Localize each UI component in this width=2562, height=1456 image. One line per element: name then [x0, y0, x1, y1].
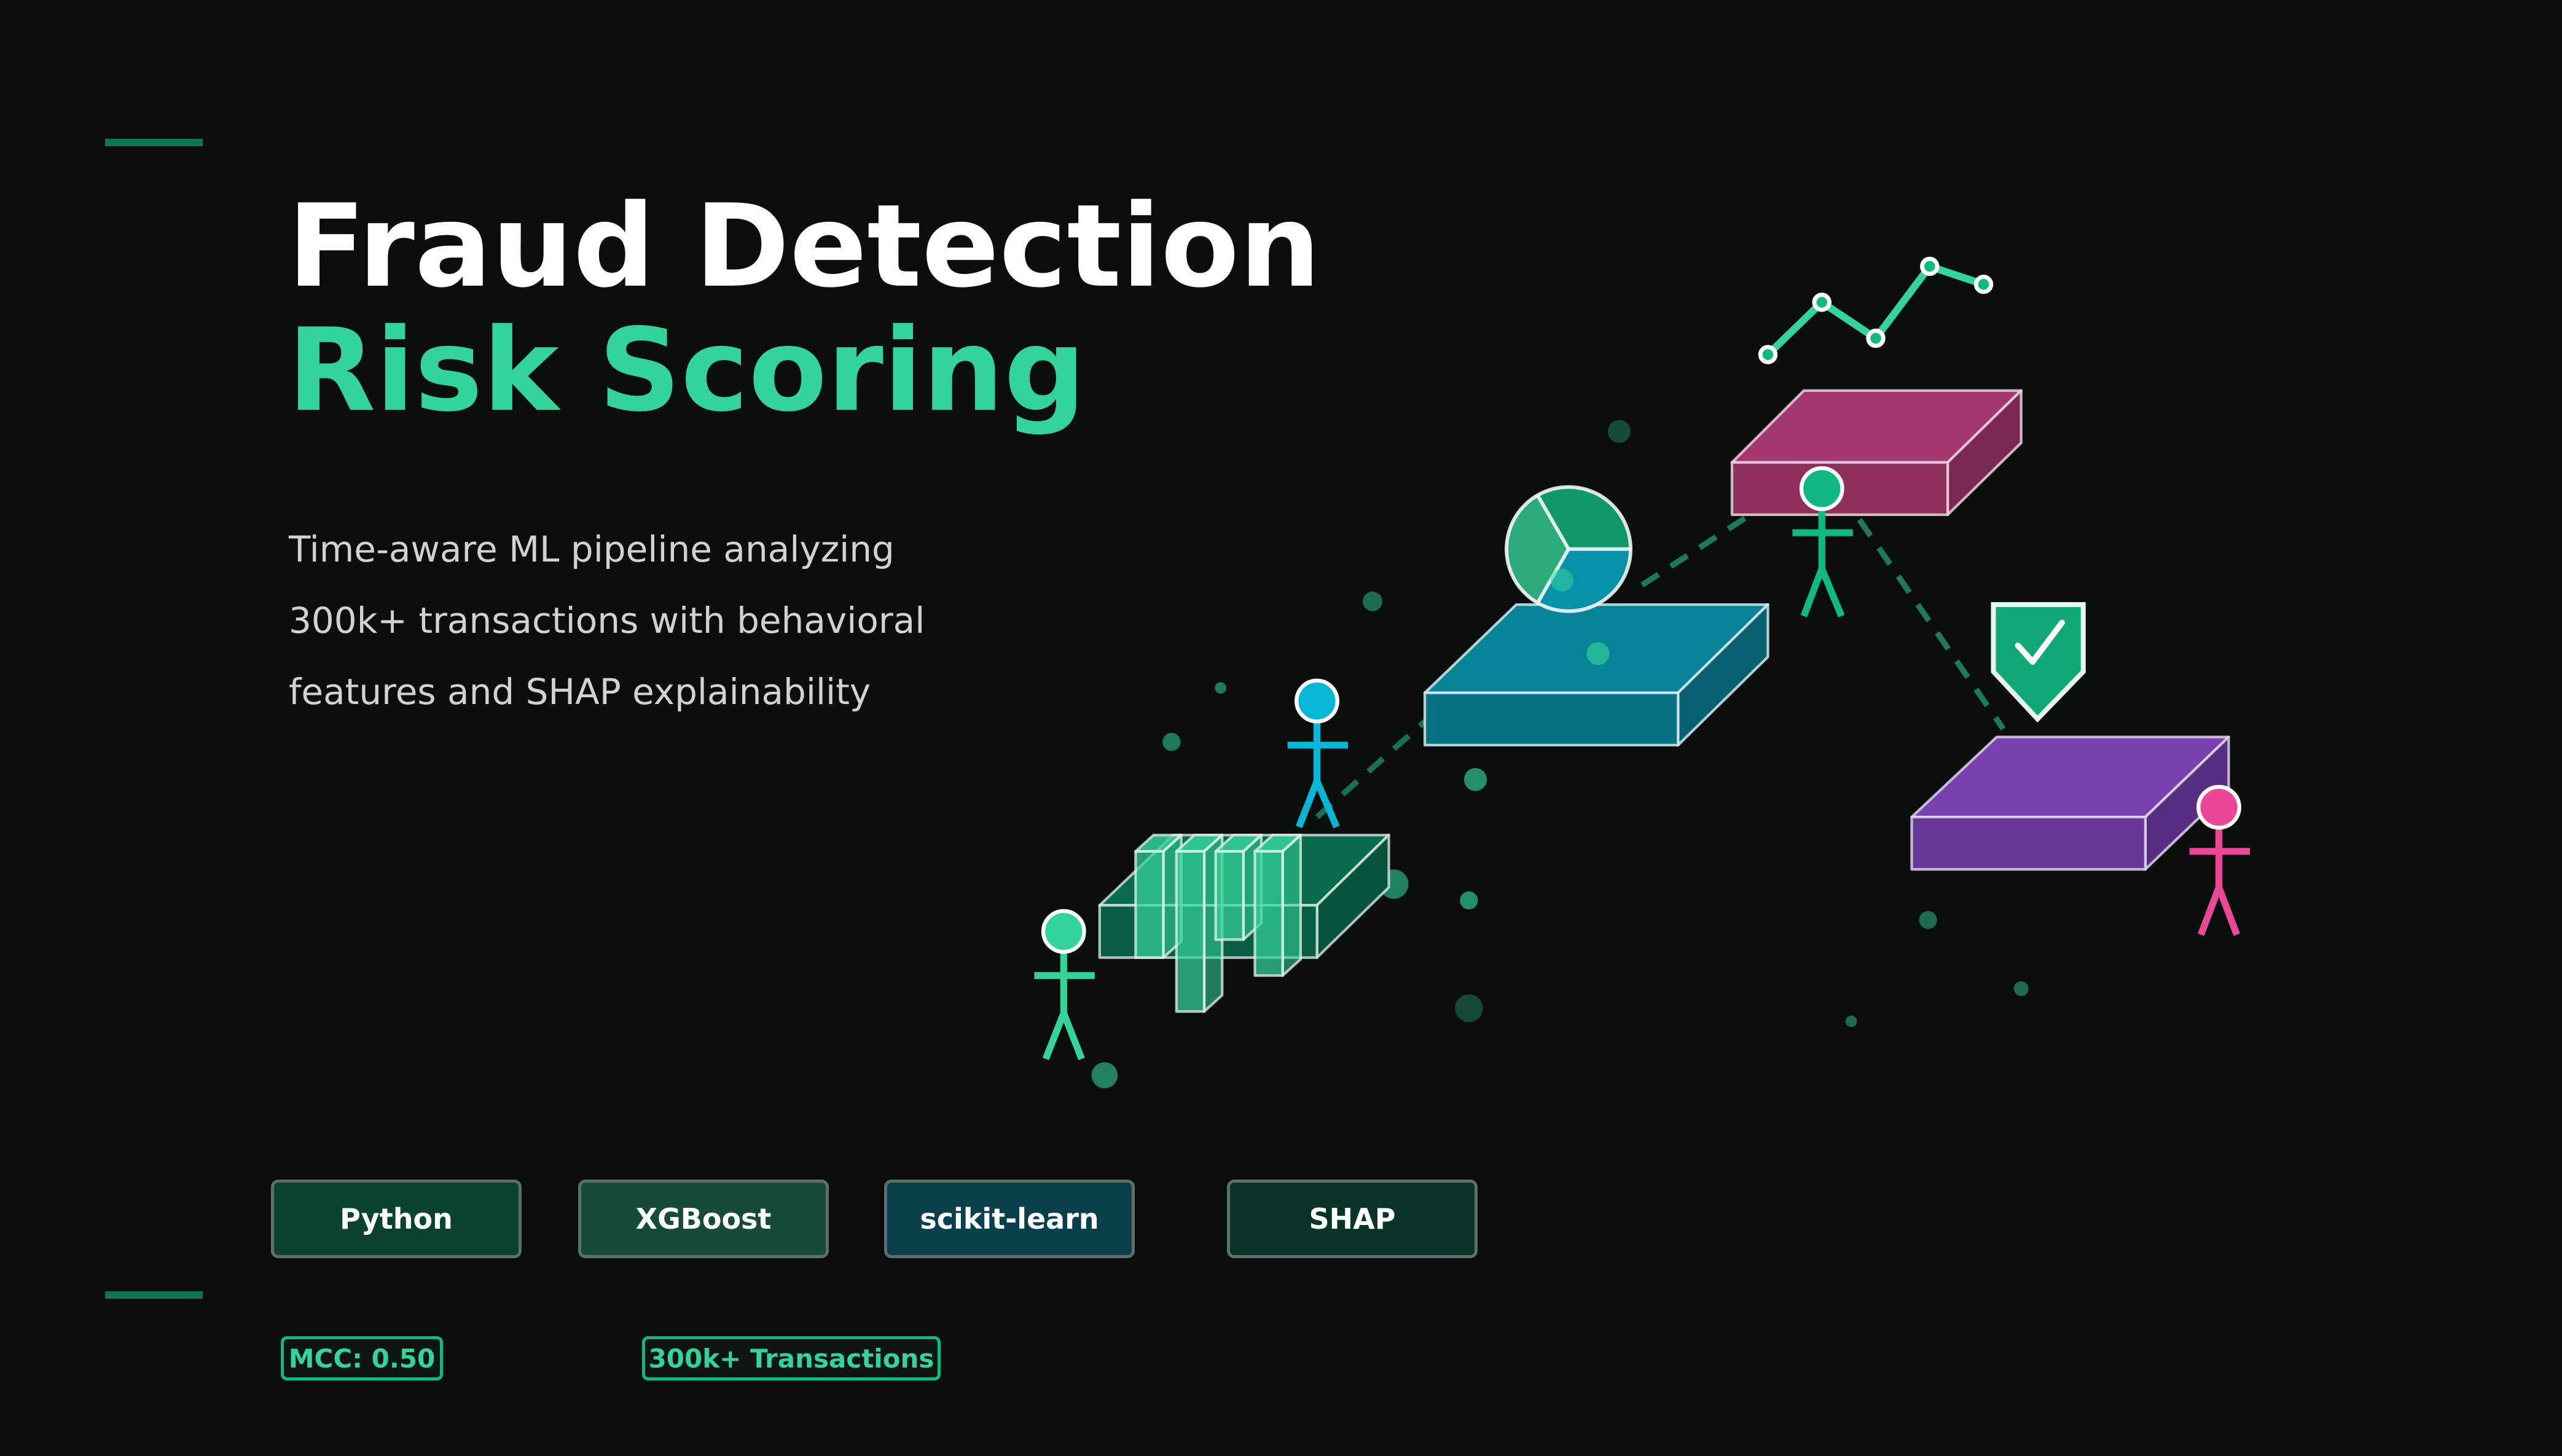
decorative-dot [1586, 642, 1610, 665]
stat-badge-transactions: 300k+ Transactions [642, 1336, 941, 1380]
accent-bar-bottom [105, 1291, 203, 1299]
description: Time-aware ML pipeline analyzing 300k+ t… [289, 514, 1087, 727]
tag-scikit-learn: scikit-learn [884, 1180, 1135, 1258]
person-icon [2189, 785, 2251, 936]
tag-xgboost: XGBoost [578, 1180, 829, 1258]
platform-cyan [1423, 603, 1769, 747]
description-line: 300k+ transactions with behavioral [289, 600, 925, 641]
stat-badge-mcc: MCC: 0.50 [281, 1336, 443, 1380]
platform-magenta [1730, 389, 2023, 517]
description-line: features and SHAP explainability [289, 671, 871, 713]
platform-purple [1910, 735, 2230, 871]
pie-chart-icon [1505, 485, 1633, 613]
tag-shap: SHAP [1227, 1180, 1478, 1258]
accent-bar-top [105, 139, 203, 146]
stat-label: 300k+ Transactions [648, 1343, 934, 1374]
title-secondary: Risk Scoring [288, 303, 1086, 437]
shield-check-icon [1991, 602, 2086, 723]
decorative-dot [1550, 568, 1574, 592]
person-icon [1792, 466, 1853, 617]
description-line: Time-aware ML pipeline analyzing [289, 528, 895, 570]
tag-label: scikit-learn [920, 1202, 1099, 1235]
tag-label: Python [340, 1202, 453, 1235]
bar-chart-icon [1098, 834, 1390, 1013]
person-icon [1034, 909, 1095, 1060]
tag-python: Python [271, 1180, 522, 1258]
tag-label: XGBoost [635, 1202, 772, 1235]
line-chart-icon [1758, 256, 1994, 364]
tag-label: SHAP [1309, 1202, 1396, 1235]
stat-label: MCC: 0.50 [288, 1343, 436, 1374]
person-icon [1287, 678, 1349, 829]
title-primary: Fraud Detection [288, 179, 1321, 313]
